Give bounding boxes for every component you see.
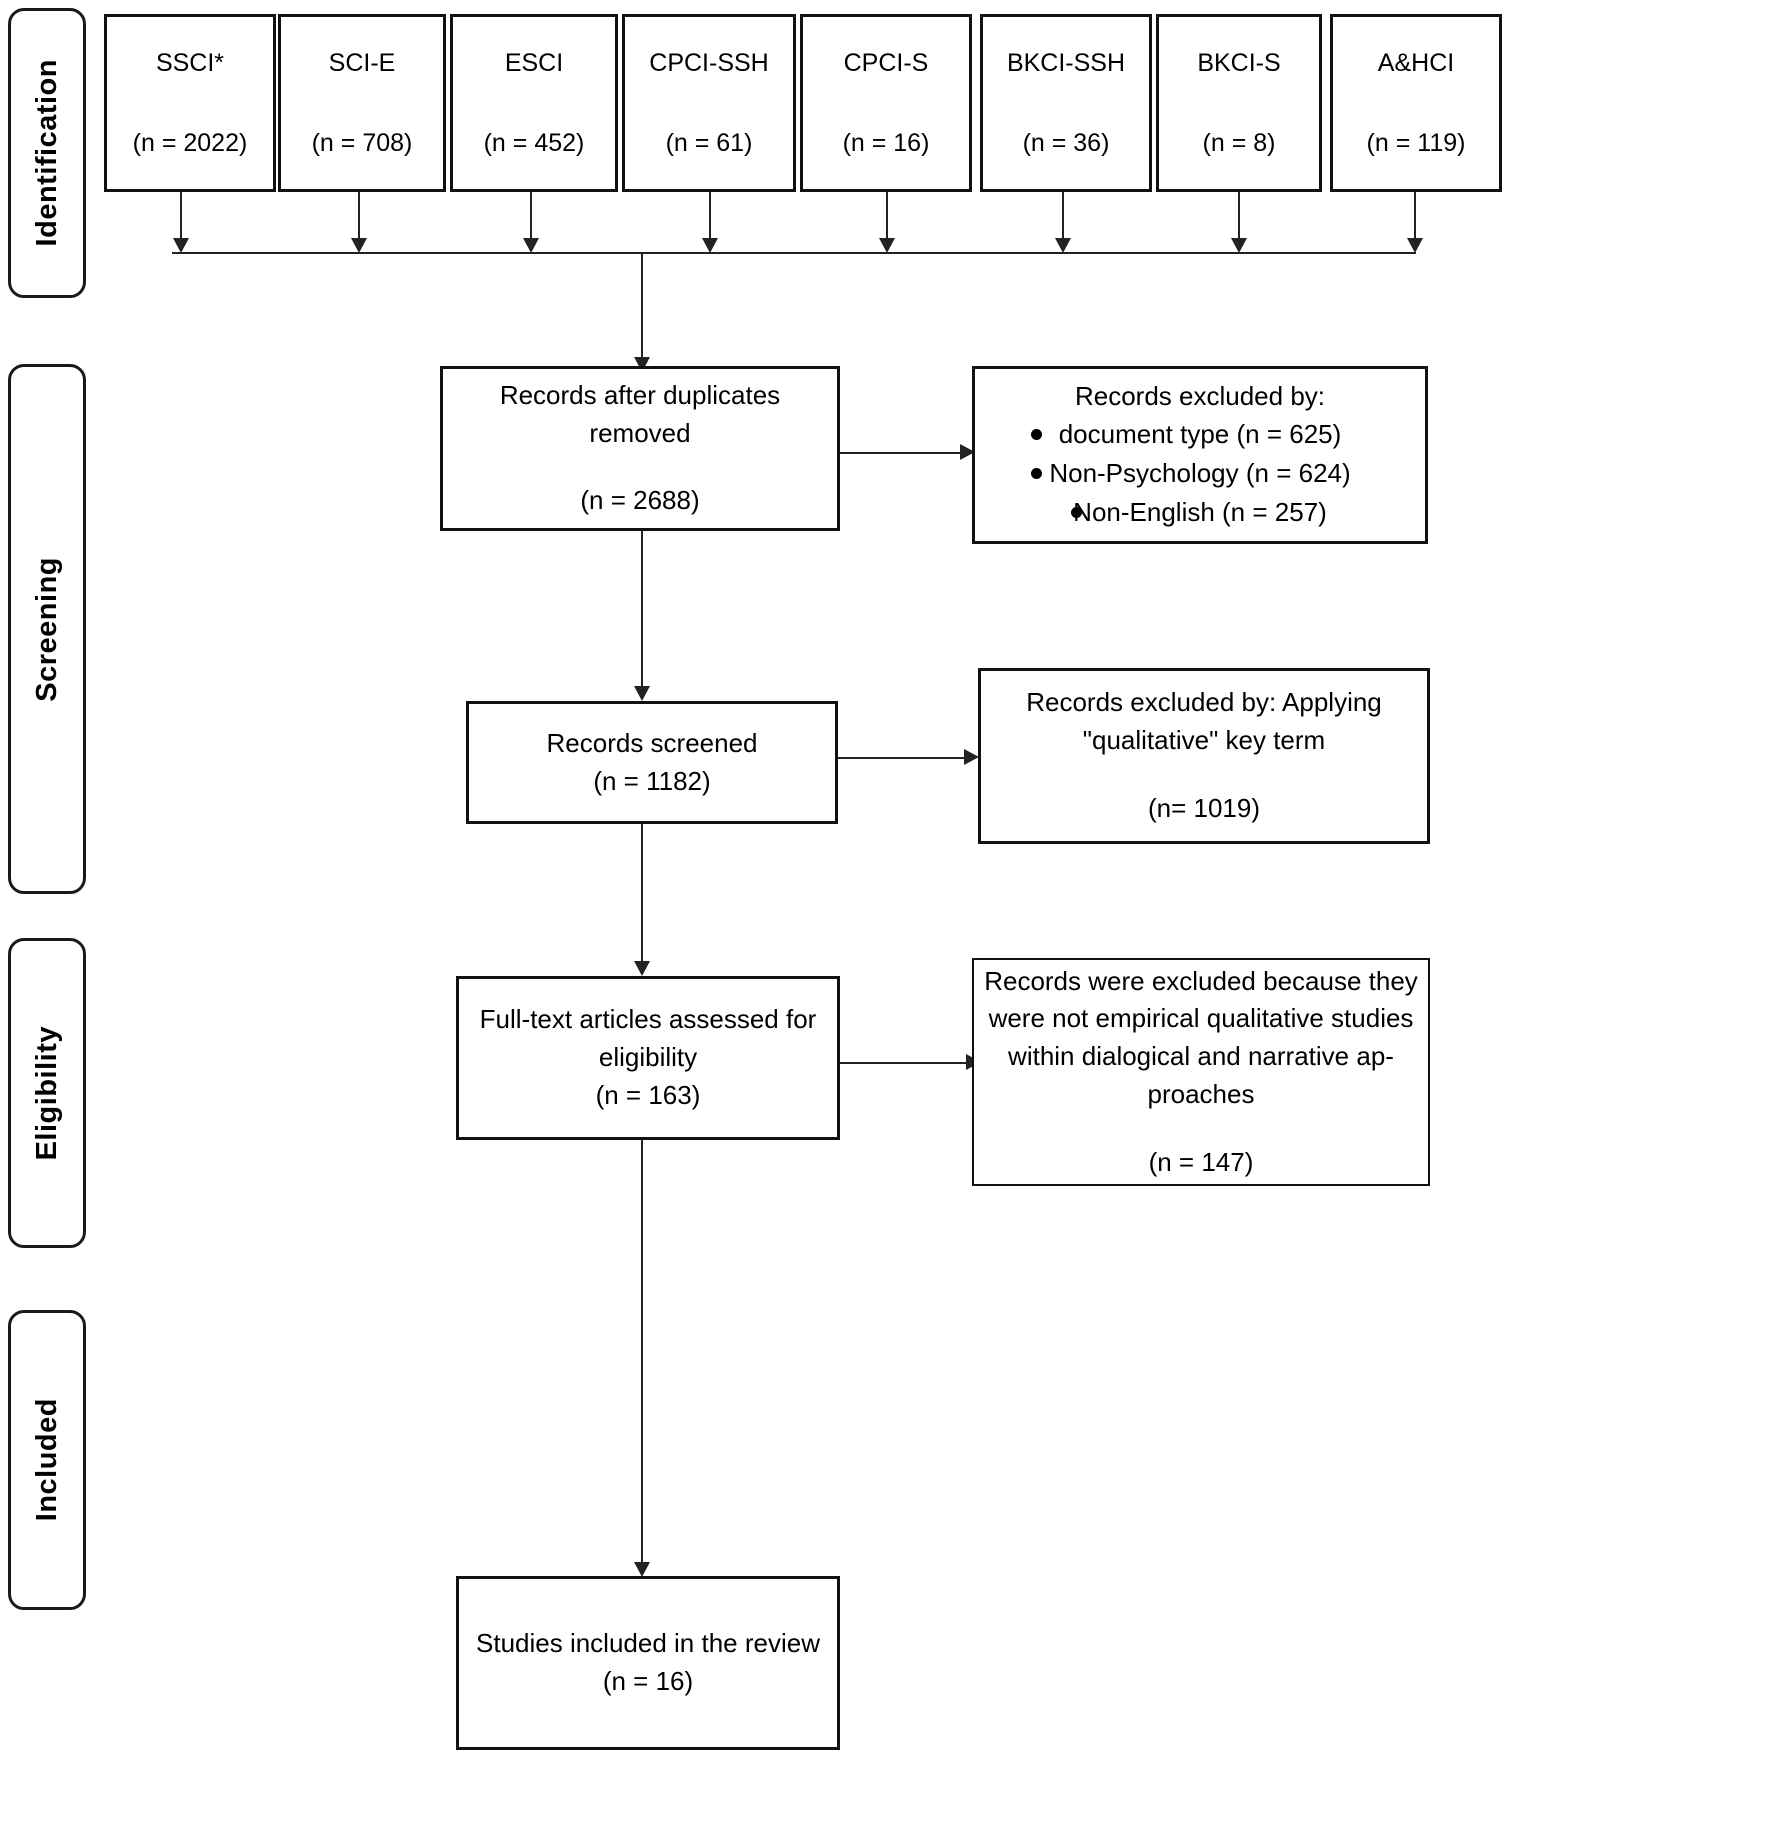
connector-source-stem — [180, 192, 182, 240]
connector-source-arrow — [1055, 238, 1071, 253]
source-box-esci: ESCI (n = 452) — [450, 14, 618, 192]
stage-label-included: Included — [30, 1398, 63, 1522]
excluded-fulltext-count: (n = 147) — [1148, 1146, 1254, 1177]
connector-source-stem — [1062, 192, 1064, 240]
box-records-excluded-duplicates: Records excluded by: document type (n = … — [972, 366, 1428, 544]
connector-screened-to-excluded — [838, 757, 966, 759]
source-name: CPCI-S — [843, 49, 929, 77]
source-name: CPCI-SSH — [649, 49, 769, 77]
connector-source-arrow — [702, 238, 718, 253]
stage-label-eligibility: Eligibility — [30, 1025, 63, 1161]
connector-source-stem — [358, 192, 360, 240]
excluded-heading: Records excluded by: — [1074, 380, 1326, 411]
connector-fulltext-to-excluded — [840, 1062, 968, 1064]
included-count: (n = 16) — [602, 1666, 694, 1696]
excluded-reason-list: document type (n = 625) Non-Psychology (… — [985, 415, 1415, 532]
source-count: (n = 61) — [665, 129, 753, 158]
source-box-cpci-s: CPCI-S (n = 16) — [800, 14, 972, 192]
source-count: (n = 708) — [311, 129, 413, 158]
box-records-screened: Records screened (n = 1182) — [466, 701, 838, 824]
connector-fulltext-arrow — [634, 961, 650, 976]
box-records-excluded-fulltext: Records were excluded because they were … — [972, 958, 1430, 1186]
list-item: Non-English (n = 257) — [985, 493, 1415, 532]
connector-source-stem — [530, 192, 532, 240]
connector-source-stem — [886, 192, 888, 240]
source-box-ssci: SSCI* (n = 2022) — [104, 14, 276, 192]
bullet-icon — [1031, 429, 1042, 441]
source-box-sci-e: SCI-E (n = 708) — [278, 14, 446, 192]
connector-source-arrow — [1407, 238, 1423, 253]
connector-screened-to-fulltext — [641, 824, 643, 964]
source-name: ESCI — [504, 49, 564, 77]
bullet-icon — [1031, 468, 1042, 480]
source-name: A&HCI — [1377, 49, 1455, 77]
source-name: BKCI-SSH — [1006, 49, 1126, 77]
box-studies-included: Studies included in the review (n = 16) — [456, 1576, 840, 1750]
screened-count: (n = 1182) — [593, 765, 711, 796]
connector-included-arrow — [634, 1562, 650, 1577]
box-records-after-duplicates: Records after duplicates removed (n = 26… — [440, 366, 840, 531]
connector-source-arrow — [1231, 238, 1247, 253]
list-item-label: Non-English (n = 257) — [1073, 497, 1327, 528]
connector-duplicates-arrow — [960, 444, 975, 460]
stage-label-screening: Screening — [30, 556, 63, 702]
connector-source-arrow — [173, 238, 189, 253]
screened-label: Records screened — [546, 727, 758, 758]
excluded-fulltext-line1: Records were excluded because they — [984, 965, 1418, 996]
connector-screened-arrow — [634, 686, 650, 701]
fulltext-count: (n = 163) — [595, 1079, 701, 1110]
excluded-screened-count: (n= 1019) — [1147, 792, 1261, 823]
source-box-ahci: A&HCI (n = 119) — [1330, 14, 1502, 192]
source-count: (n = 119) — [1366, 129, 1466, 158]
connector-source-stem — [1414, 192, 1416, 240]
fulltext-line2: eligibility — [598, 1042, 698, 1073]
source-box-cpci-ssh: CPCI-SSH (n = 61) — [622, 14, 796, 192]
connector-manifold-bus — [172, 252, 1416, 254]
source-count: (n = 8) — [1202, 129, 1276, 158]
list-item: document type (n = 625) — [985, 415, 1415, 454]
box-records-excluded-screened: Records excluded by: Applying "qualitati… — [978, 668, 1430, 844]
list-item-label: document type (n = 625) — [1058, 419, 1342, 450]
bullet-icon — [1071, 507, 1082, 519]
stage-bar-identification: Identification — [8, 8, 86, 298]
source-count: (n = 2022) — [132, 129, 248, 158]
stage-label-identification: Identification — [30, 59, 63, 247]
connector-manifold-drop — [641, 252, 643, 360]
connector-fulltext-to-included — [641, 1140, 643, 1565]
source-name: BKCI-S — [1197, 49, 1281, 77]
stage-bar-included: Included — [8, 1310, 86, 1610]
excluded-fulltext-line3: within dialogical and narrative ap- — [1008, 1041, 1394, 1072]
connector-source-arrow — [879, 238, 895, 253]
excluded-fulltext-line4: proaches — [1147, 1078, 1255, 1109]
excluded-screened-line2: "qualitative" key term — [1082, 725, 1326, 756]
list-item-label: Non-Psychology (n = 624) — [1049, 458, 1351, 489]
connector-duplicates-to-excluded — [840, 452, 962, 454]
connector-source-stem — [1238, 192, 1240, 240]
stage-bar-screening: Screening — [8, 364, 86, 894]
source-box-bkci-s: BKCI-S (n = 8) — [1156, 14, 1322, 192]
source-name: SSCI* — [155, 49, 225, 77]
source-box-bkci-ssh: BKCI-SSH (n = 36) — [980, 14, 1152, 192]
connector-screened-excluded-arrow — [964, 749, 979, 765]
stage-bar-eligibility: Eligibility — [8, 938, 86, 1248]
duplicates-count: (n = 2688) — [580, 485, 700, 516]
source-count: (n = 452) — [483, 129, 585, 158]
duplicates-label: Records after duplicates removed — [499, 379, 781, 448]
included-label: Studies included in the review — [476, 1628, 820, 1659]
excluded-fulltext-line2: were not empirical qualitative studies — [988, 1003, 1414, 1034]
connector-source-arrow — [523, 238, 539, 253]
connector-source-arrow — [351, 238, 367, 253]
source-name: SCI-E — [328, 49, 396, 77]
excluded-screened-line1: Records excluded by: Applying — [1026, 687, 1382, 718]
source-count: (n = 36) — [1022, 129, 1110, 158]
source-count: (n = 16) — [842, 129, 930, 158]
fulltext-line1: Full-text articles assessed for — [479, 1004, 817, 1035]
box-fulltext-assessed: Full-text articles assessed for eligibil… — [456, 976, 840, 1140]
connector-source-stem — [709, 192, 711, 240]
list-item: Non-Psychology (n = 624) — [985, 454, 1415, 493]
connector-duplicates-to-screened — [641, 531, 643, 689]
